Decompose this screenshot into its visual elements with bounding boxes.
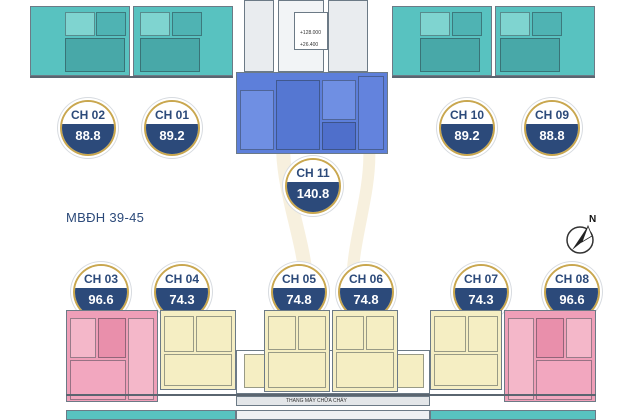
unit-code: CH 04	[156, 266, 208, 288]
room	[276, 80, 320, 150]
lower-floor-plan: THANG MÁY CHỮA CHÁY	[0, 306, 625, 420]
unit-code: CH 07	[455, 266, 507, 288]
room	[452, 12, 482, 36]
room	[96, 12, 126, 36]
unit-code: CH 08	[546, 266, 598, 288]
unit-ch05-plan[interactable]	[264, 310, 330, 392]
room	[298, 316, 326, 350]
unit-code: CH 06	[340, 266, 392, 288]
room	[434, 354, 498, 386]
unit-badge-ch11[interactable]: CH 11 140.8	[287, 160, 339, 212]
unit-code: CH 09	[526, 102, 578, 124]
core-bottom	[236, 396, 430, 406]
wall	[66, 394, 596, 396]
core-stair-right	[328, 0, 368, 72]
room	[500, 12, 530, 36]
room	[164, 354, 232, 386]
unit-code: CH 11	[287, 160, 339, 182]
room	[268, 316, 296, 350]
room	[500, 38, 560, 72]
room	[240, 90, 274, 150]
unit-badge-ch02[interactable]: CH 02 88.8	[62, 102, 114, 154]
compass-icon	[566, 224, 594, 254]
room	[336, 352, 394, 388]
room	[366, 316, 394, 350]
room	[128, 318, 154, 400]
upper-floor-plan: +128.000 +26.400	[30, 0, 595, 154]
unit-area: 140.8	[287, 182, 339, 212]
room	[98, 318, 126, 358]
room	[65, 38, 125, 72]
room	[268, 352, 326, 388]
room	[536, 360, 592, 400]
room	[65, 12, 95, 36]
room	[140, 12, 170, 36]
unit-ch04-plan[interactable]	[160, 310, 236, 390]
compass: N	[562, 214, 602, 256]
room	[434, 316, 466, 352]
room	[420, 12, 450, 36]
room	[172, 12, 202, 36]
room	[70, 360, 126, 400]
room	[536, 318, 564, 358]
unit-area: 89.2	[441, 124, 493, 154]
unit-badge-ch07[interactable]: CH 07 74.3	[455, 266, 507, 318]
room	[420, 38, 480, 72]
unit-code: CH 03	[75, 266, 127, 288]
compass-north-label: N	[589, 214, 597, 225]
room	[358, 76, 384, 150]
next-floor-teal-right	[430, 410, 596, 420]
room	[322, 80, 356, 120]
room	[508, 318, 534, 400]
room	[196, 316, 232, 352]
elevation-top: +128.000	[300, 30, 321, 36]
unit-area: 89.2	[146, 124, 198, 154]
unit-area: 88.8	[526, 124, 578, 154]
unit-ch07-plan[interactable]	[430, 310, 502, 390]
unit-badge-ch09[interactable]: CH 09 88.8	[526, 102, 578, 154]
next-floor-core	[236, 410, 430, 420]
room	[70, 318, 96, 358]
wall	[30, 76, 233, 78]
core-stair-left	[244, 0, 274, 72]
unit-code: CH 02	[62, 102, 114, 124]
unit-ch06-plan[interactable]	[332, 310, 398, 392]
unit-code: CH 01	[146, 102, 198, 124]
room	[322, 122, 356, 150]
next-floor-teal-left	[66, 410, 236, 420]
room	[532, 12, 562, 36]
room	[566, 318, 592, 358]
fire-elevator-label: THANG MÁY CHỮA CHÁY	[286, 398, 347, 404]
wall	[392, 76, 595, 78]
room	[468, 316, 498, 352]
unit-code: CH 05	[273, 266, 325, 288]
room	[336, 316, 364, 350]
elevation-bottom: +26.400	[300, 42, 319, 48]
core-lobby	[294, 12, 328, 50]
unit-badge-ch01[interactable]: CH 01 89.2	[146, 102, 198, 154]
unit-badge-ch10[interactable]: CH 10 89.2	[441, 102, 493, 154]
unit-area: 88.8	[62, 124, 114, 154]
floor-title: MBĐH 39-45	[66, 210, 145, 225]
unit-code: CH 10	[441, 102, 493, 124]
room	[140, 38, 200, 72]
unit-badge-ch08[interactable]: CH 08 96.6	[546, 266, 598, 318]
room	[164, 316, 194, 352]
